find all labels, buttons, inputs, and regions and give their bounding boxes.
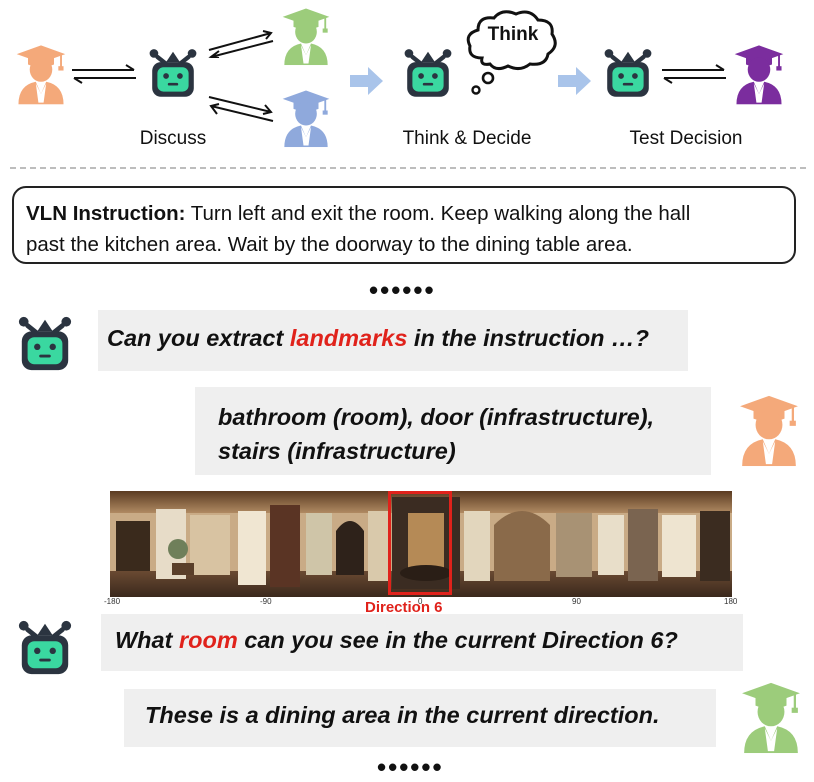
ellipsis-bottom: •••••• xyxy=(377,752,444,782)
robot-think-icon xyxy=(402,45,454,100)
section-divider xyxy=(10,167,806,169)
question-bubble-room: What room can you see in the current Dir… xyxy=(101,614,743,671)
answer-text: These is a dining area in the current di… xyxy=(145,702,660,728)
flow-arrow-icon xyxy=(350,66,384,96)
answer-bubble-landmarks: bathroom (room), door (infrastructure), … xyxy=(195,387,711,475)
direction-6-highlight-box xyxy=(388,491,452,595)
expert-purple-icon xyxy=(733,43,785,105)
expert-orange-icon xyxy=(15,43,67,105)
question-text-pre: Can you extract xyxy=(107,325,290,351)
pano-tick-label: 0 xyxy=(418,597,423,606)
answer-text-line-1: bathroom (room), door (infrastructure), xyxy=(218,404,655,430)
robot-avatar-icon xyxy=(16,616,74,678)
stage-label-discuss: Discuss xyxy=(139,128,207,149)
expert-green-icon xyxy=(281,6,331,66)
expert-green-avatar-icon xyxy=(740,680,802,754)
stage-label-think: Think & Decide xyxy=(402,128,532,149)
bidirectional-arrow-icon xyxy=(70,64,138,84)
expert-blue-icon xyxy=(281,88,331,148)
question-bubble-landmarks: Can you extract landmarks in the instruc… xyxy=(98,310,688,371)
flow-arrow-icon xyxy=(558,66,592,96)
instruction-text-2: past the kitchen area. Wait by the doorw… xyxy=(26,233,633,256)
answer-bubble-room: These is a dining area in the current di… xyxy=(124,689,716,747)
answer-text-line-2: stairs (infrastructure) xyxy=(218,438,456,464)
bidirectional-arrow-icon xyxy=(660,64,728,84)
instruction-label: VLN Instruction: xyxy=(26,202,186,225)
question-text-pre: What xyxy=(115,627,179,653)
stage-label-test: Test Decision xyxy=(629,128,743,149)
vln-instruction-box: VLN Instruction: Turn left and exit the … xyxy=(12,186,796,264)
question-text-post: in the instruction …? xyxy=(407,325,649,351)
thought-cloud-text: Think xyxy=(487,24,539,45)
pano-tick-label: -90 xyxy=(260,597,272,606)
pano-tick-label: 180 xyxy=(724,597,738,606)
arrows-to-blue-expert-icon xyxy=(205,94,277,124)
robot-discuss-icon xyxy=(147,45,199,100)
instruction-text-1: Turn left and exit the room. Keep walkin… xyxy=(185,202,691,225)
pano-tick-label: -180 xyxy=(104,597,121,606)
panorama-image xyxy=(110,491,732,597)
instruction-line-1: VLN Instruction: Turn left and exit the … xyxy=(26,198,784,229)
question-highlight: room xyxy=(178,627,238,653)
question-highlight: landmarks xyxy=(289,325,408,351)
question-text-post: can you see in the current Direction 6? xyxy=(237,627,678,653)
robot-avatar-icon xyxy=(16,312,74,374)
pano-tick-label: 90 xyxy=(572,597,581,606)
robot-test-icon xyxy=(602,45,654,100)
expert-orange-avatar-icon xyxy=(738,393,800,467)
direction-label: Direction 6 xyxy=(365,599,443,616)
arrows-to-green-expert-icon xyxy=(205,30,277,58)
ellipsis-top: •••••• xyxy=(369,275,436,305)
thought-cloud-icon xyxy=(462,6,562,98)
